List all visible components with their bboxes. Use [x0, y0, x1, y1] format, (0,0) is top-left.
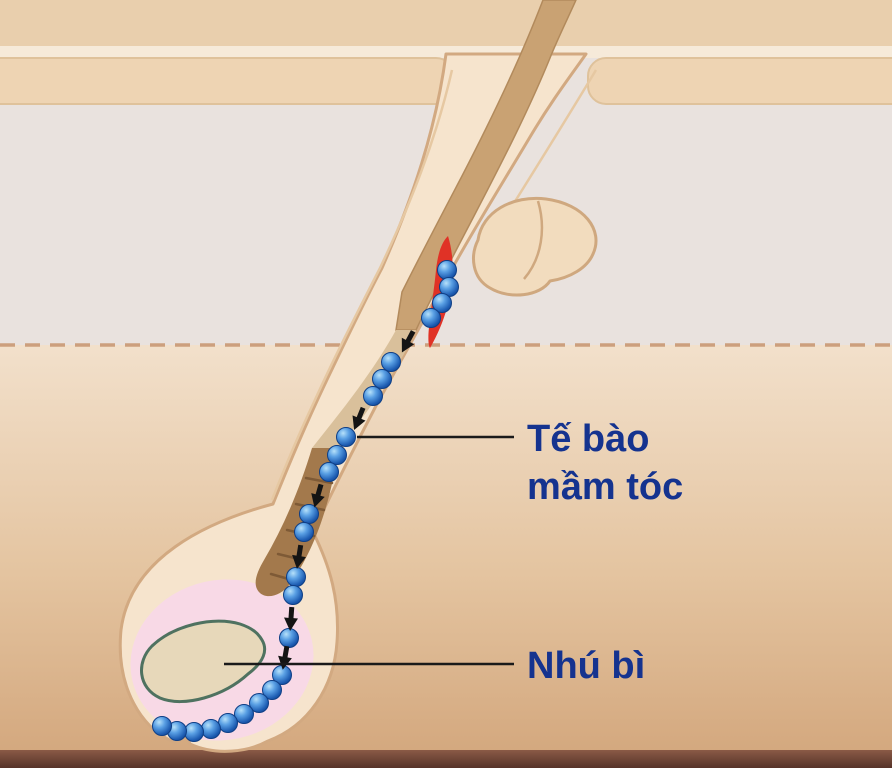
germ-cell: [218, 713, 238, 733]
label-germ-cells-line2: mầm tóc: [527, 466, 683, 508]
dermal-papilla-shape: [140, 619, 267, 704]
germ-cell: [363, 386, 383, 406]
germ-cell: [437, 260, 457, 280]
germ-cell: [249, 693, 269, 713]
germ-cell: [372, 369, 392, 389]
germ-cell: [283, 585, 303, 605]
germ-cell: [299, 504, 319, 524]
germ-cell: [234, 704, 254, 724]
flow-arrow-icon: [401, 330, 416, 353]
germ-cell: [152, 716, 172, 736]
germ-cell: [294, 522, 314, 542]
flow-arrow-icon: [284, 606, 298, 631]
germ-cell: [381, 352, 401, 372]
epidermis-band-left: [0, 57, 455, 105]
sebaceous-gland-lobe-line: [523, 200, 544, 280]
germ-cell: [184, 722, 204, 742]
subcutis-bottom-bar: [0, 750, 892, 768]
germ-cell: [201, 719, 221, 739]
epidermis-band-right: [587, 57, 892, 105]
flow-arrow-icon: [352, 406, 366, 431]
germ-cell-trail: [152, 260, 459, 742]
germ-cell: [262, 680, 282, 700]
germ-cell: [336, 427, 356, 447]
flow-arrow-icon: [311, 483, 325, 508]
germ-cell: [432, 293, 452, 313]
skin-surface-strip: [0, 0, 892, 46]
skin-surface-highlight: [0, 46, 892, 58]
label-germ-cells-line1: Tế bào: [527, 418, 649, 460]
flow-arrow-icon: [292, 544, 306, 569]
inner-root-sheath-line-left: [270, 69, 454, 501]
germ-cell: [421, 308, 441, 328]
germ-cell: [279, 628, 299, 648]
germ-cell: [327, 445, 347, 465]
hair-root: [255, 448, 338, 597]
germ-cell: [319, 462, 339, 482]
label-dermal-papilla: Nhú bì: [527, 645, 645, 687]
sebaceous-gland: [472, 196, 598, 297]
germ-cell: [286, 567, 306, 587]
